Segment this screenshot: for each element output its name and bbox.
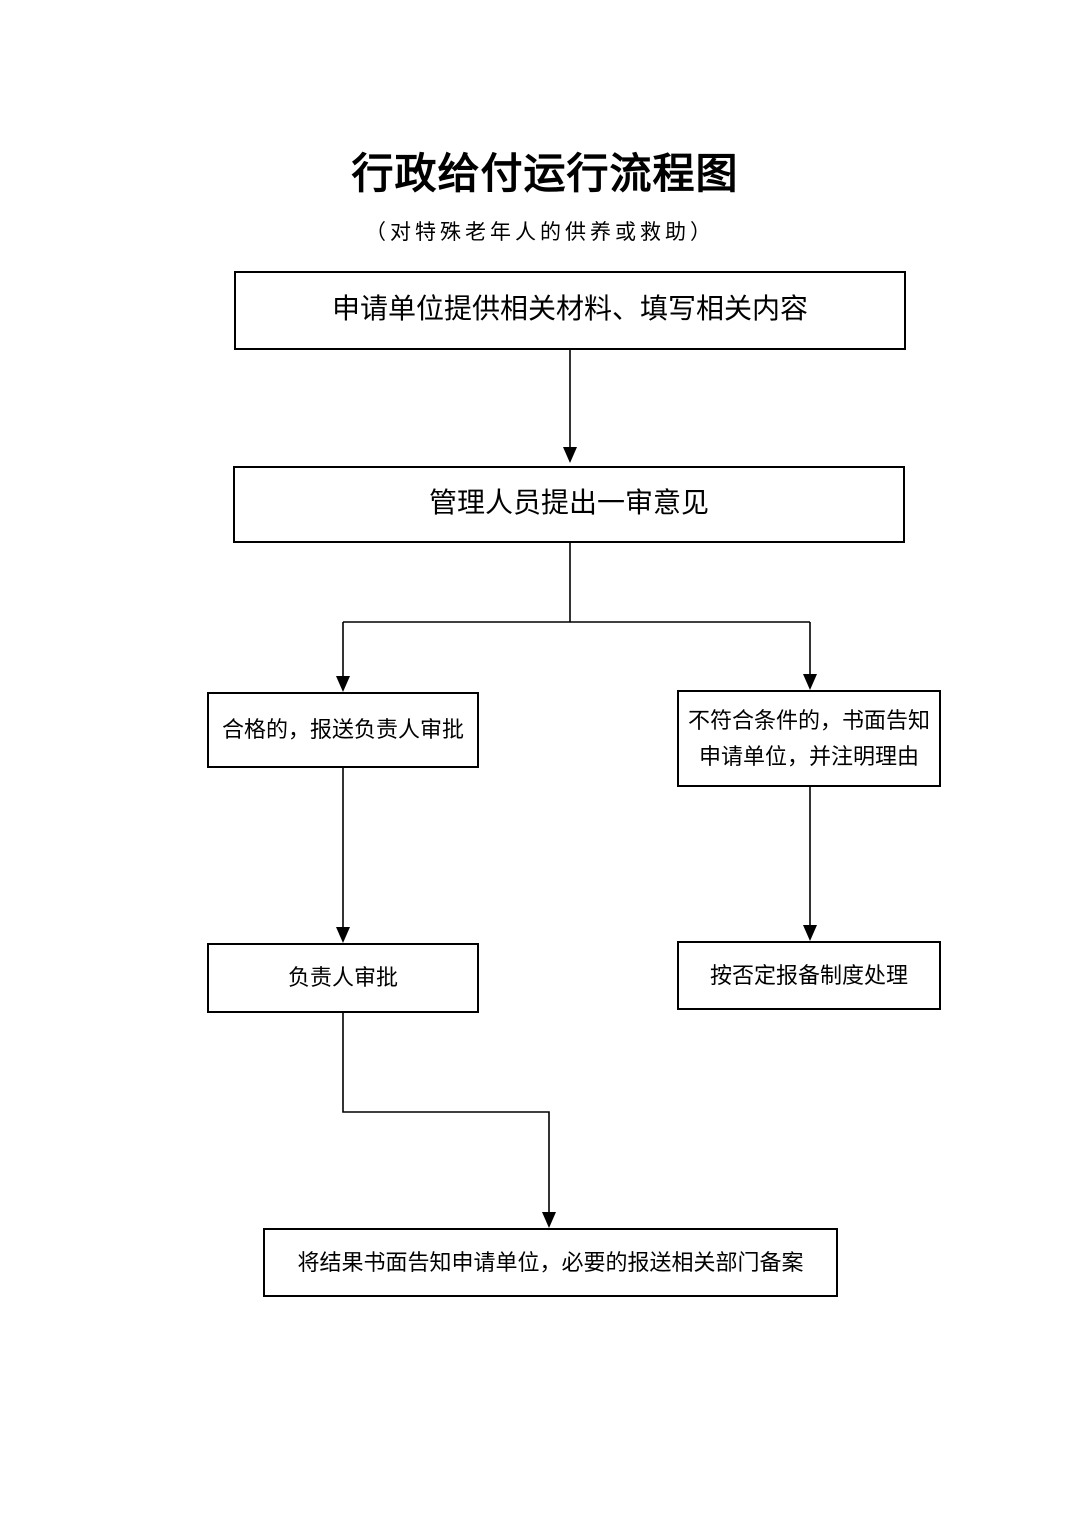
flow-node-apply: 申请单位提供相关材料、填写相关内容 xyxy=(234,271,906,350)
flow-node-not-qualified: 不符合条件的，书面告知申请单位，并注明理由 xyxy=(677,690,941,787)
connector-leader-approval-to-notify-result xyxy=(342,1013,556,1228)
page-subtitle: （对特殊老年人的供养或救助） xyxy=(365,220,715,244)
connector-branch-split xyxy=(336,543,817,692)
flow-node-rejection-handling: 按否定报备制度处理 xyxy=(677,941,941,1010)
flow-node-qualified: 合格的，报送负责人审批 xyxy=(207,692,479,768)
connector-qualified-to-leader-approval xyxy=(336,768,350,943)
flow-node-notify-result: 将结果书面告知申请单位，必要的报送相关部门备案 xyxy=(263,1228,838,1297)
page-title: 行政给付运行流程图 xyxy=(351,152,739,198)
connector-not-qualified-to-rejection xyxy=(803,787,817,941)
connector-apply-to-first-review xyxy=(563,350,577,463)
flow-node-leader-approval: 负责人审批 xyxy=(207,943,479,1013)
flow-node-first-review: 管理人员提出一审意见 xyxy=(233,466,905,543)
